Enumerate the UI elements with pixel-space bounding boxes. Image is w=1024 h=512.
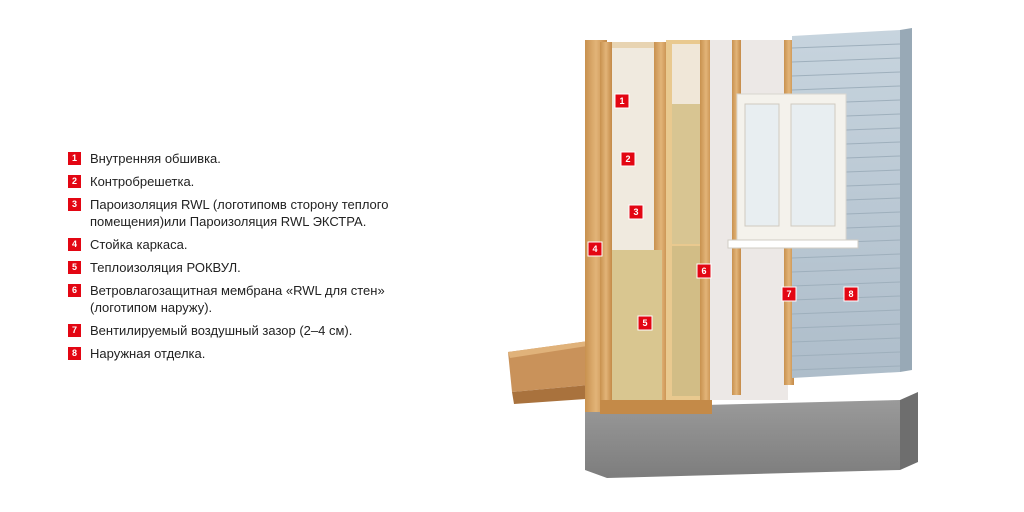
svg-text:5: 5: [642, 318, 647, 328]
component-markers: 1 2 3 4 5 6 7 8: [587, 93, 859, 331]
marker-3: 3: [628, 204, 644, 220]
legend-label: Теплоизоляция РОКВУЛ.: [90, 260, 241, 275]
foundation: [585, 392, 918, 478]
legend-label: Пароизоляция RWL (логотипомв сторону теп…: [90, 197, 389, 229]
legend-number-badge: 4: [68, 238, 81, 251]
svg-text:4: 4: [592, 244, 597, 254]
siding-board-edge: [791, 43, 901, 49]
legend-list: 1 Внутренняя обшивка. 2 Контробрешетка. …: [68, 150, 448, 368]
svg-text:1: 1: [619, 96, 624, 106]
marker-6: 6: [696, 263, 712, 279]
siding-board-edge: [791, 85, 901, 91]
siding-board-edge: [791, 71, 901, 77]
legend-number-badge: 6: [68, 284, 81, 297]
insulation-slabs: [612, 104, 700, 400]
vapour-barrier: [610, 48, 662, 258]
siding-board-edge: [791, 323, 901, 329]
siding-board-edge: [791, 337, 901, 343]
floor-board: [508, 340, 600, 404]
legend-item: 4 Стойка каркаса.: [68, 236, 448, 253]
svg-text:2: 2: [625, 154, 630, 164]
legend-number-badge: 5: [68, 261, 81, 274]
legend-label: Контробрешетка.: [90, 174, 195, 189]
window: [727, 93, 859, 249]
svg-text:8: 8: [848, 289, 853, 299]
legend-label: Ветровлагозащитная мембрана «RWL для сте…: [90, 283, 385, 315]
legend-item: 7 Вентилируемый воздушный зазор (2–4 см)…: [68, 322, 448, 339]
marker-1: 1: [614, 93, 630, 109]
legend-label: Внутренняя обшивка.: [90, 151, 221, 166]
svg-text:6: 6: [701, 266, 706, 276]
marker-7: 7: [781, 286, 797, 302]
marker-8: 8: [843, 286, 859, 302]
marker-5: 5: [637, 315, 653, 331]
marker-4: 4: [587, 241, 603, 257]
svg-text:3: 3: [633, 207, 638, 217]
legend-item: 1 Внутренняя обшивка.: [68, 150, 448, 167]
siding-board-edge: [791, 281, 901, 287]
legend-item: 6 Ветровлагозащитная мембрана «RWL для с…: [68, 282, 448, 316]
legend-item: 3 Пароизоляция RWL (логотипомв сторону т…: [68, 196, 448, 230]
siding-board-edge: [791, 351, 901, 357]
legend-label: Вентилируемый воздушный зазор (2–4 см).: [90, 323, 353, 338]
marker-2: 2: [620, 151, 636, 167]
legend-label: Наружная отделка.: [90, 346, 206, 361]
legend-number-badge: 1: [68, 152, 81, 165]
legend-item: 2 Контробрешетка.: [68, 173, 448, 190]
legend-number-badge: 2: [68, 175, 81, 188]
legend-item: 8 Наружная отделка.: [68, 345, 448, 362]
legend-label: Стойка каркаса.: [90, 237, 188, 252]
siding-board-edge: [791, 309, 901, 315]
siding-board-edge: [791, 57, 901, 63]
siding-board-edge: [791, 253, 901, 259]
siding-board-edge: [791, 365, 901, 371]
siding-board-edge: [791, 267, 901, 273]
legend-number-badge: 3: [68, 198, 81, 211]
legend-number-badge: 7: [68, 324, 81, 337]
legend-number-badge: 8: [68, 347, 81, 360]
legend-item: 5 Теплоизоляция РОКВУЛ.: [68, 259, 448, 276]
svg-text:7: 7: [786, 289, 791, 299]
